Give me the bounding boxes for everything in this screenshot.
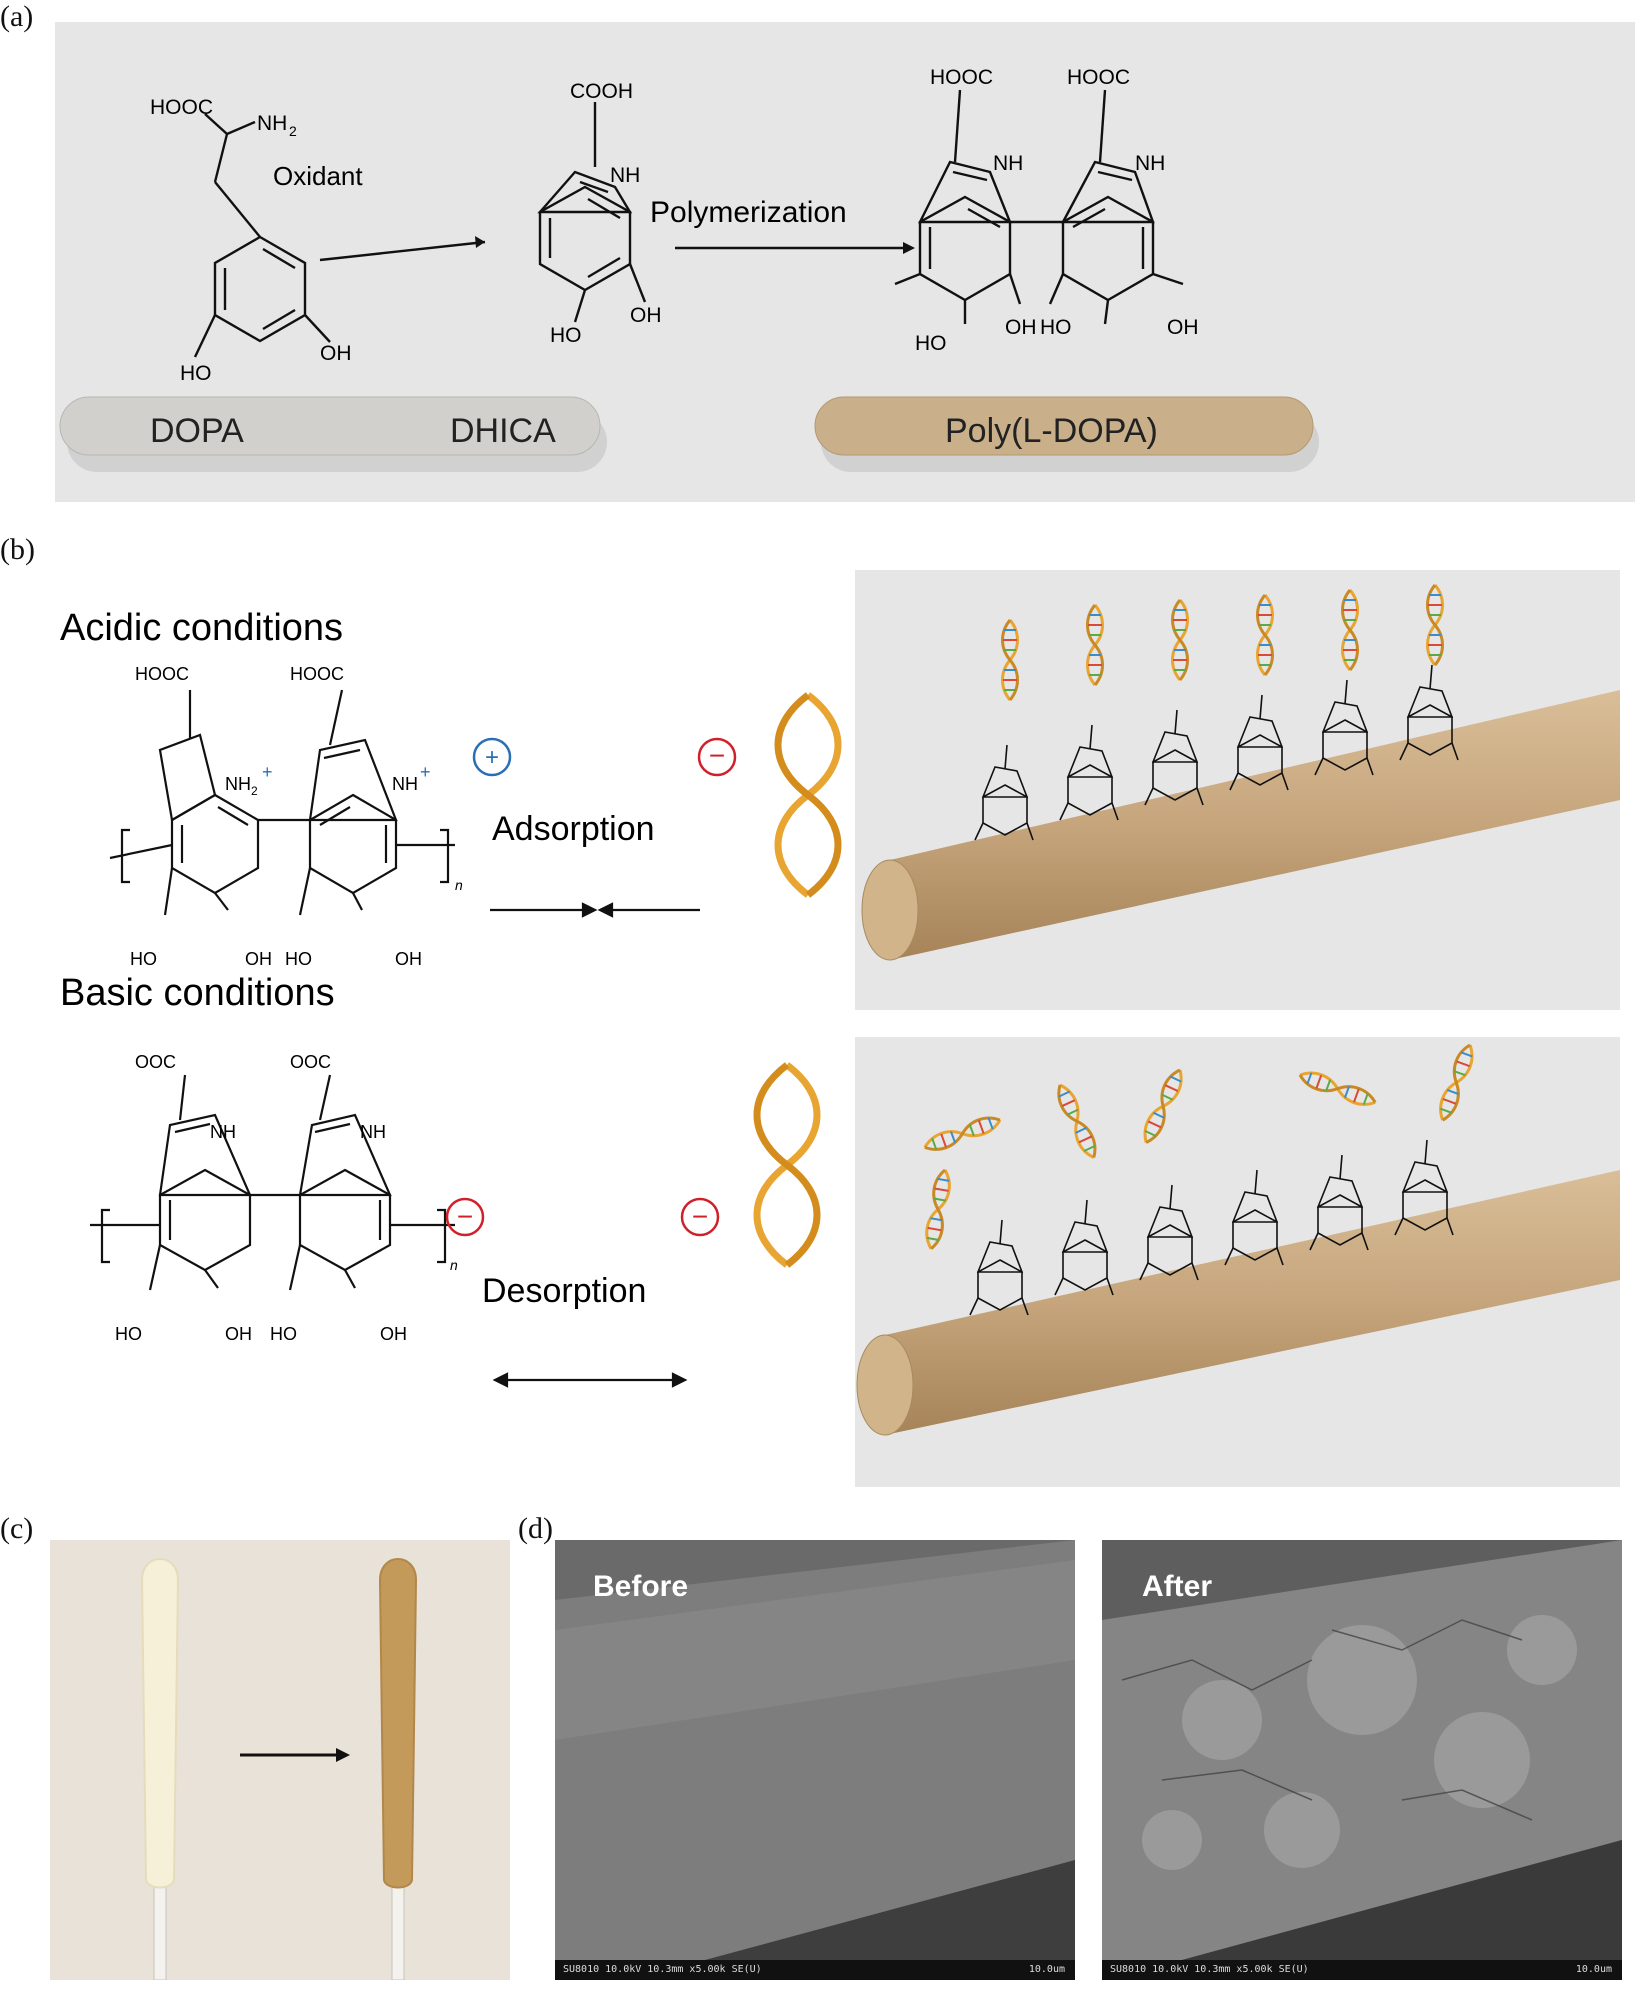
dopa-structure (193, 113, 331, 358)
dhica-cooh-label: COOH (570, 80, 633, 103)
dna-basic-icon (757, 1065, 817, 1265)
dna-acidic-icon (778, 695, 838, 895)
acidic-rod (861, 690, 1620, 961)
sem-after-image: After SU8010 10.0kV 10.3mm x5.00k SE(U) … (1102, 1540, 1622, 1980)
basic-ho-2-label: HO (270, 1324, 297, 1344)
acidic-n-label: n (455, 877, 463, 893)
acidic-nh2-subscript: 2 (251, 784, 258, 798)
reaction-scheme-panel: HOOC NH 2 Oxidant HO OH COOH NH HO OH Po… (55, 22, 1635, 502)
acidic-oh-1-label: OH (245, 949, 272, 969)
acidic-plus-1: + (262, 762, 273, 782)
sem-before-footer-text: SU8010 10.0kV 10.3mm x5.00k SE(U) (563, 1964, 762, 1975)
acidic-ho-1-label: HO (130, 949, 157, 969)
sem-after-texture (1102, 1540, 1622, 1960)
basic-conditions-title: Basic conditions (60, 972, 335, 1014)
dhica-structure (537, 102, 647, 323)
dopa-dhica-rod (59, 396, 601, 456)
oxidant-label: Oxidant (273, 161, 363, 191)
poly-nh-2-label: NH (1135, 152, 1165, 175)
desorption-label: Desorption (482, 1272, 646, 1310)
swab-photo (50, 1540, 510, 1981)
poly-ho-2-label: HO (1040, 316, 1072, 339)
acidic-nh-label: NH (392, 774, 418, 794)
minus-charge-basic-2-icon (680, 1197, 720, 1237)
poly-oh-1-label: OH (1005, 316, 1037, 339)
basic-oh-2-label: OH (380, 1324, 407, 1344)
acidic-oh-2-label: OH (395, 949, 422, 969)
minus-basic-1-sign: − (457, 1201, 473, 1232)
poly-oh-2-label: OH (1167, 316, 1199, 339)
sem-before-image: Before SU8010 10.0kV 10.3mm x5.00k SE(U)… (555, 1540, 1075, 1980)
swab-photo-svg (50, 1540, 510, 1981)
panel-label-b: (b) (0, 533, 35, 566)
sem-before-label: Before (593, 1570, 689, 1603)
basic-n-label: n (450, 1257, 458, 1273)
acidic-plus-2: + (420, 762, 431, 782)
minus-basic-2-sign: − (692, 1201, 708, 1232)
minus-charge-basic-1-icon (445, 1197, 485, 1237)
poly-nh-1-label: NH (993, 152, 1023, 175)
poly-dopa-label: Poly(L-DOPA) (945, 412, 1158, 450)
basic-structure (90, 1074, 455, 1291)
plus-charge-sign: + (485, 744, 499, 771)
basic-ooc-2-label: OOC (290, 1052, 331, 1072)
dopa-hooc-label: HOOC (150, 96, 213, 119)
acidic-ho-2-label: HO (285, 949, 312, 969)
dhica-ho-label: HO (550, 324, 582, 347)
sem-after-footer-text: SU8010 10.0kV 10.3mm x5.00k SE(U) (1110, 1964, 1309, 1975)
desorption-arrows-icon (492, 1372, 688, 1388)
polymerization-label: Polymerization (650, 196, 847, 229)
panel-label-d: (d) (518, 1512, 553, 1545)
poly-dopa-structure (894, 89, 1184, 325)
acidic-conditions-title: Acidic conditions (60, 607, 343, 649)
basic-nh-2-label: NH (360, 1122, 386, 1142)
dhica-oh-label: OH (630, 304, 662, 327)
poly-hooc-2-label: HOOC (1067, 66, 1130, 89)
plus-charge-icon (472, 737, 512, 777)
coated-swab (378, 1558, 418, 1889)
basic-oh-1-label: OH (225, 1324, 252, 1344)
acidic-structure (109, 689, 455, 916)
reaction-scheme-svg: HOOC NH 2 Oxidant HO OH COOH NH HO OH Po… (59, 66, 1319, 472)
sem-before-scale: 10.0um (1028, 1964, 1065, 1975)
dopa-oh-label: OH (320, 342, 352, 365)
basic-nh-1-label: NH (210, 1122, 236, 1142)
minus-charge-icon (697, 737, 737, 777)
adsorption-label: Adsorption (492, 810, 655, 848)
basic-ooc-1-label: OOC (135, 1052, 176, 1072)
white-swab (140, 1558, 180, 1889)
arrow-right-icon (336, 1748, 350, 1762)
dopa-nh2-subscript: 2 (289, 123, 297, 139)
panel-label-a: (a) (0, 0, 34, 33)
acidic-hooc-2-label: HOOC (290, 664, 344, 684)
poly-dopa-rod (814, 396, 1314, 456)
poly-ho-1-label: HO (915, 332, 947, 355)
sem-before-footer: SU8010 10.0kV 10.3mm x5.00k SE(U) 10.0um (555, 1960, 1075, 1980)
dopa-nh2-label: NH (257, 112, 287, 135)
dopa-ho-label: HO (180, 362, 212, 385)
minus-charge-sign: − (709, 740, 725, 771)
poly-hooc-1-label: HOOC (930, 66, 993, 89)
basic-rod (856, 1170, 1620, 1436)
basic-ho-1-label: HO (115, 1324, 142, 1344)
sem-after-label: After (1142, 1570, 1213, 1603)
sem-before-texture (555, 1540, 1075, 1960)
adsorption-arrows-icon (490, 902, 700, 918)
adsorption-desorption-panel: Acidic conditions Basic conditions H (0, 560, 1642, 1500)
dhica-label: DHICA (450, 412, 556, 450)
adsorption-svg: Acidic conditions Basic conditions H (60, 570, 1620, 1487)
acidic-nh2-label: NH (225, 774, 251, 794)
panel-label-c: (c) (0, 1512, 34, 1545)
sem-after-footer: SU8010 10.0kV 10.3mm x5.00k SE(U) 10.0um (1102, 1960, 1622, 1980)
dhica-nh-label: NH (610, 164, 640, 187)
sem-after-scale: 10.0um (1575, 1964, 1612, 1975)
acidic-hooc-1-label: HOOC (135, 664, 189, 684)
dopa-label: DOPA (150, 412, 244, 450)
